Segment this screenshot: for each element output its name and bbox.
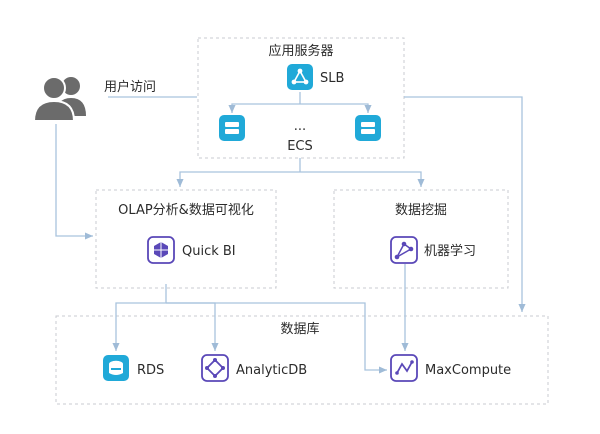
slb-label: SLB xyxy=(320,71,344,86)
olap-title: OLAP分析&数据可视化 xyxy=(118,203,254,218)
machine-learning-label: 机器学习 xyxy=(424,243,476,259)
user-access-label: 用户访问 xyxy=(104,79,156,95)
app-to-olap-arrow xyxy=(176,171,300,187)
app-server-title: 应用服务器 xyxy=(268,43,333,59)
quickbi-to-maxcompute-arrow xyxy=(166,302,387,374)
analyticdb-icon xyxy=(201,354,229,382)
slb-icon xyxy=(287,64,313,90)
quickbi-to-analyticdb-arrow xyxy=(166,302,219,351)
database-box xyxy=(55,315,549,405)
app-server-box xyxy=(197,37,405,159)
quickbi-label: Quick BI xyxy=(182,244,236,259)
rds-icon xyxy=(103,355,129,381)
ecs-dots: ... xyxy=(294,119,306,134)
slb-to-ecs-right xyxy=(300,103,372,113)
ecs-left-icon xyxy=(219,115,245,141)
ecs-label: ECS xyxy=(287,139,313,154)
user-to-olap-arrow xyxy=(55,124,93,240)
machine-learning-icon xyxy=(390,236,418,264)
quickbi-to-rds-arrow xyxy=(112,302,166,351)
database-title: 数据库 xyxy=(280,321,319,337)
ecs-right-icon xyxy=(355,115,381,141)
app-to-maxcompute-arrow xyxy=(404,96,526,312)
maxcompute-label: MaxCompute xyxy=(425,363,511,378)
olap-box xyxy=(95,189,277,289)
users-icon xyxy=(32,76,86,122)
mining-title: 数据挖掘 xyxy=(395,203,447,218)
slb-to-ecs-left xyxy=(228,103,300,113)
rds-label: RDS xyxy=(137,363,164,378)
analyticdb-label: AnalyticDB xyxy=(236,363,307,378)
mining-box xyxy=(333,189,509,289)
quickbi-icon xyxy=(147,236,175,264)
maxcompute-icon xyxy=(390,354,418,382)
app-to-mining-arrow xyxy=(300,171,425,187)
